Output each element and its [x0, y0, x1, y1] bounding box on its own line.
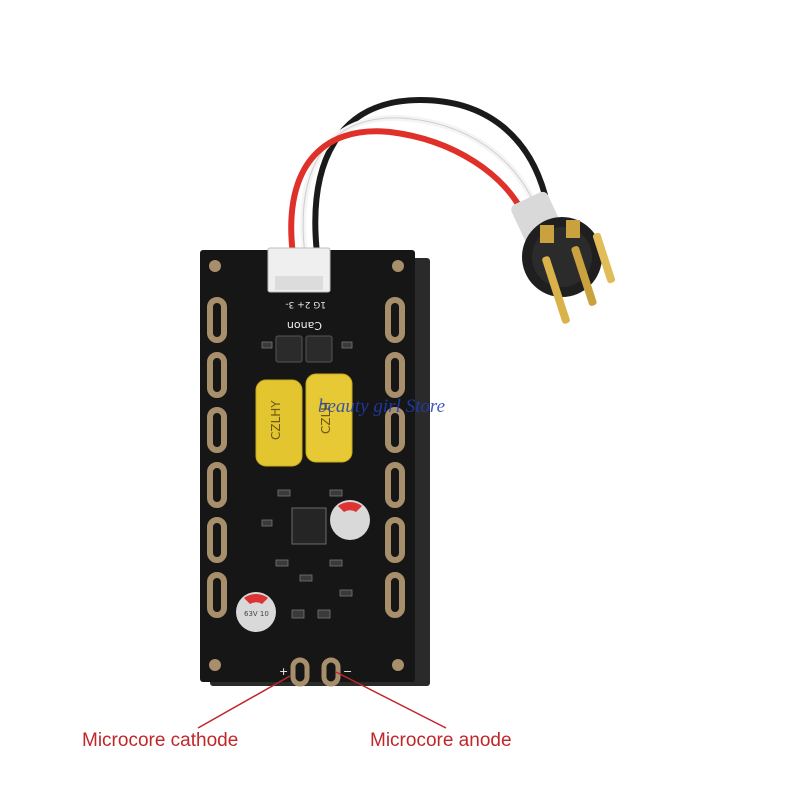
capsule-pads: + − — [279, 657, 352, 687]
cap-label-2: CZLH — [319, 402, 333, 434]
wire-white-outline — [302, 117, 536, 263]
mini-xlr-connector — [511, 191, 616, 324]
anode-caption: Microcore anode — [370, 730, 512, 751]
store-watermark: beauty girl Store — [318, 396, 445, 417]
pin-label: 1G 2+ 3- — [285, 299, 326, 309]
pcb-board — [200, 250, 415, 682]
cathode-caption: Microcore cathode — [82, 730, 239, 751]
brand-label: Canon — [287, 319, 322, 332]
wire-red — [288, 128, 527, 265]
cap-label-1: CZLHY — [269, 400, 283, 440]
edge-pads — [207, 297, 405, 618]
annotation-lines — [197, 671, 447, 729]
smd-inductors — [275, 335, 333, 363]
cable-bundle — [288, 96, 548, 265]
wire-black — [312, 96, 548, 265]
minus-mark: − — [343, 665, 352, 678]
mounting-holes — [209, 260, 404, 671]
jst-header — [267, 247, 331, 293]
smd-components — [261, 341, 353, 619]
electrolytic-capacitors: 63V 10 — [236, 500, 370, 632]
elec-cap-label: 63V 10 — [244, 610, 269, 618]
ic-chip — [291, 507, 327, 545]
plus-mark: + — [279, 665, 288, 678]
yellow-capacitors: CZLHY CZLH — [255, 373, 353, 467]
